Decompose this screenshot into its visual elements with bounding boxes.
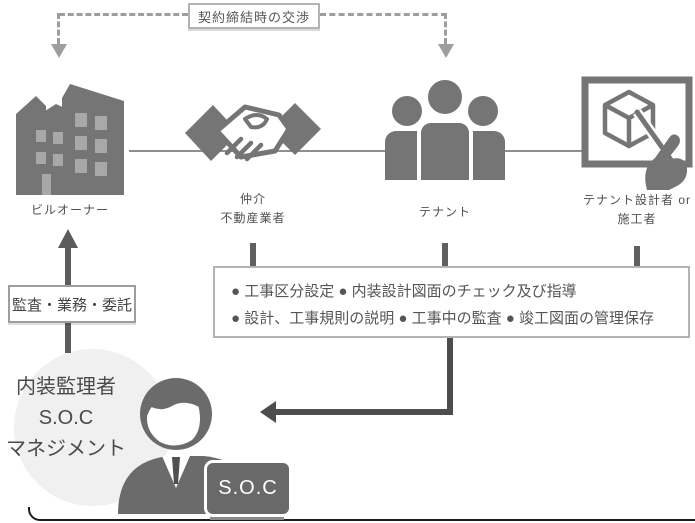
contract-dash-left-vertical xyxy=(57,13,60,44)
arrow-down-to-owner-icon xyxy=(51,44,67,58)
contract-dash-right-horizontal xyxy=(320,13,447,16)
tenant-label: テナント xyxy=(418,205,471,219)
designer-label-line2: 施工者 xyxy=(617,212,657,226)
contract-dash-right-vertical xyxy=(444,13,447,44)
arrow-up-to-owner-icon xyxy=(58,229,78,248)
designer-label-line1: テナント設計者 or xyxy=(582,193,691,207)
drafting-board-icon xyxy=(581,76,693,190)
services-line-2: ● 設計、工事規則の説明 ● 工事中の監査 ● 竣工図面の管理保存 xyxy=(231,310,655,327)
designer-to-services-line xyxy=(634,246,640,268)
tenant-to-services-line xyxy=(442,243,448,268)
supervisor-name: 内装監理者 S.O.C マネジメント xyxy=(0,372,132,465)
handshake-icon xyxy=(185,103,321,162)
broker-to-services-line xyxy=(250,243,256,268)
building-owner-label: ビルオーナー xyxy=(30,203,109,217)
negotiation-label-box: 契約締結時の交渉 xyxy=(188,3,320,29)
arrow-left-to-supervisor-icon xyxy=(260,401,276,423)
supervisor-name-line1: 内装監理者 xyxy=(16,376,116,398)
broker-label-line1: 仲介 xyxy=(239,192,266,206)
buildings-icon xyxy=(16,84,124,195)
services-to-supervisor-vertical xyxy=(447,336,453,415)
broker-label: 仲介 不動産業者 xyxy=(193,190,313,228)
services-to-supervisor-horizontal xyxy=(274,409,453,415)
designer-label: テナント設計者 or 施工者 xyxy=(572,191,695,229)
audit-label: 監査・業務・委託 xyxy=(11,296,132,314)
bottom-card-border xyxy=(28,507,695,521)
contract-dash-left-horizontal xyxy=(59,13,188,16)
negotiation-label: 契約締結時の交渉 xyxy=(197,9,310,25)
services-line-1: ● 工事区分設定 ● 内装設計図面のチェック及び指導 xyxy=(231,283,577,300)
people-group-icon xyxy=(385,76,505,180)
supervisor-name-line2: S.O.C xyxy=(38,407,94,429)
soc-badge-label: S.O.C xyxy=(218,477,278,499)
audit-box: 監査・業務・委託 xyxy=(8,285,136,323)
broker-label-line2: 不動産業者 xyxy=(220,211,286,225)
soc-badge-shadow xyxy=(210,514,284,520)
soc-badge: S.O.C xyxy=(204,460,292,517)
services-box: ● 工事区分設定 ● 内装設計図面のチェック及び指導 ● 設計、工事規則の説明 … xyxy=(213,266,690,338)
supervisor-name-line3: マネジメント xyxy=(6,438,126,460)
actors-connector-line xyxy=(129,150,585,152)
arrow-down-to-tenant-icon xyxy=(438,44,454,58)
